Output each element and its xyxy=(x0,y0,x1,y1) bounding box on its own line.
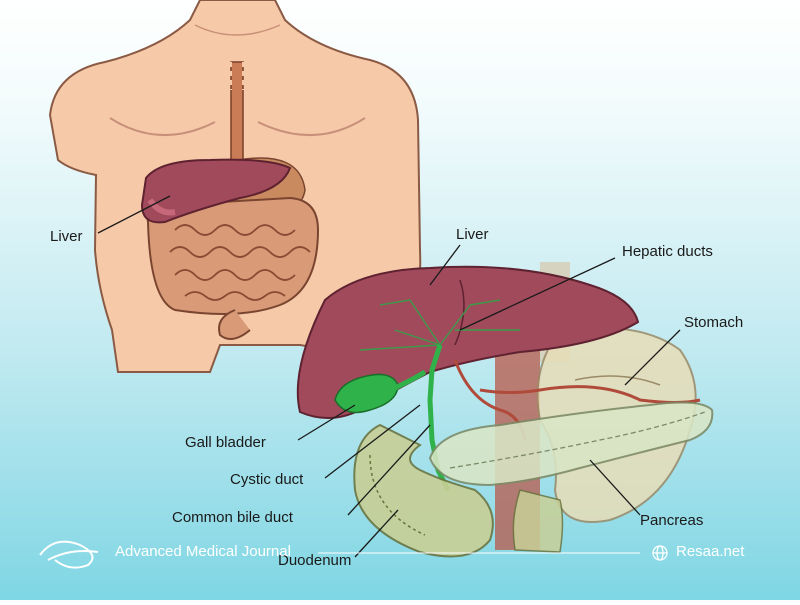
label-pancreas: Pancreas xyxy=(640,512,704,529)
leader-duodenum xyxy=(354,509,399,558)
label-cystic-duct: Cystic duct xyxy=(230,471,304,488)
chest-line-right xyxy=(257,117,366,137)
liver-fissure xyxy=(454,279,465,346)
rectum xyxy=(218,309,251,340)
site-name[interactable]: Resaa.net xyxy=(676,543,745,560)
stomach-fold xyxy=(574,375,661,386)
label-hepatic-ducts: Hepatic ducts xyxy=(622,243,713,260)
duodenum-inner xyxy=(369,454,426,536)
digestive-detail xyxy=(296,262,714,558)
neck-line xyxy=(194,24,281,36)
pancreas xyxy=(428,401,714,487)
label-duodenum: Duodenum xyxy=(278,552,352,569)
leader-liver-body xyxy=(97,195,171,234)
chest-line-left xyxy=(109,117,216,137)
journal-logo-swirl xyxy=(39,540,94,569)
leader-common-bile-duct xyxy=(347,424,431,516)
journal-logo-wave xyxy=(47,550,99,561)
label-stomach: Stomach xyxy=(684,314,744,331)
leader-stomach xyxy=(624,329,681,386)
small-liver-highlight xyxy=(147,198,176,216)
label-common-bile-duct: Common bile duct xyxy=(172,509,293,526)
small-liver xyxy=(140,158,292,224)
bile-duct-system xyxy=(393,344,451,492)
leader-pancreas xyxy=(589,459,641,516)
label-gall-bladder: Gall bladder xyxy=(185,434,266,451)
leader-cystic-duct xyxy=(324,404,421,479)
journal-name: Advanced Medical Journal xyxy=(115,543,291,560)
jejunum xyxy=(512,489,564,553)
label-liver-body: Liver xyxy=(50,228,83,245)
pancreatic-duct xyxy=(449,411,706,469)
leader-gall-bladder xyxy=(297,404,356,441)
duodenum xyxy=(353,423,494,558)
journal-logo xyxy=(39,540,99,569)
label-liver-main: Liver xyxy=(456,226,489,243)
torso-figure xyxy=(48,0,422,374)
esophagus xyxy=(230,61,244,163)
hepatic-vessels xyxy=(359,299,520,351)
leader-lines xyxy=(97,195,681,558)
globe-icon xyxy=(652,545,668,561)
leader-hepatic-ducts xyxy=(459,257,616,331)
small-intestine-coils xyxy=(169,224,311,301)
leader-liver-main xyxy=(429,244,461,286)
